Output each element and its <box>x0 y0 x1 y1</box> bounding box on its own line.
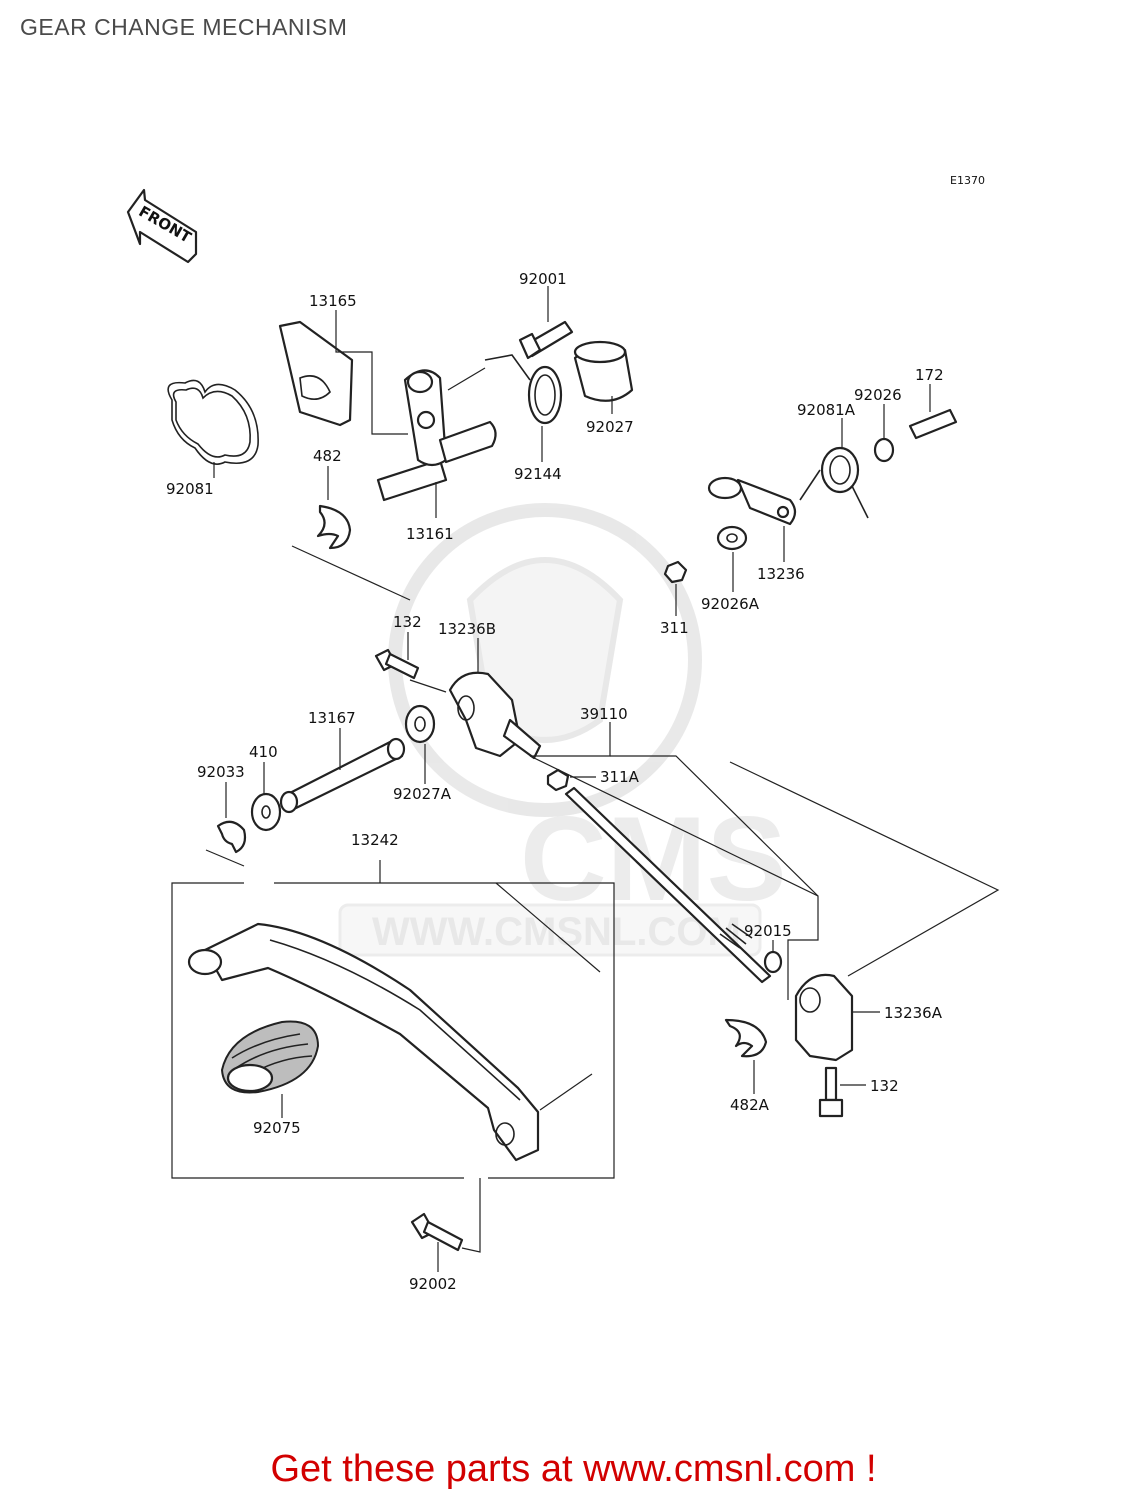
parts-diagram: CMS WWW.CMSNL.COM FRONT E1370 <box>126 174 1000 1293</box>
spring-92081A <box>799 418 869 519</box>
clamp-13236A <box>794 973 880 1062</box>
bolt-92002 <box>410 1178 481 1272</box>
nut-311A <box>546 768 596 792</box>
label-482: 482 <box>313 447 342 465</box>
washer-92026 <box>873 404 895 463</box>
label-13167: 13167 <box>308 709 356 727</box>
collar-92027 <box>573 340 634 414</box>
page-title: GEAR CHANGE MECHANISM <box>20 14 348 40</box>
label-92026: 92026 <box>854 386 902 404</box>
nut-92015 <box>763 940 783 974</box>
circlip-92033 <box>216 782 247 854</box>
plate-13165 <box>278 320 354 427</box>
stud-172 <box>908 384 958 440</box>
label-13236A: 13236A <box>884 1004 943 1022</box>
front-arrow-icon: FRONT <box>126 188 198 264</box>
label-92027: 92027 <box>586 418 634 436</box>
label-92002: 92002 <box>409 1275 457 1293</box>
shaft-13167 <box>279 728 406 814</box>
part-labels: 13165 92001 172 92026 92081A 92027 92144… <box>166 270 944 1293</box>
label-92144: 92144 <box>514 465 562 483</box>
bolt-132-bottom <box>818 1066 866 1118</box>
label-311A: 311A <box>600 768 640 786</box>
label-13236B: 13236B <box>438 620 496 638</box>
washer-92027A <box>404 704 436 784</box>
bolt-132-top <box>374 632 420 680</box>
label-132-bottom: 132 <box>870 1077 899 1095</box>
label-92027A: 92027A <box>393 785 452 803</box>
label-13242: 13242 <box>351 831 399 849</box>
label-92075: 92075 <box>253 1119 301 1137</box>
nut-311 <box>663 560 688 616</box>
rod-39110 <box>564 786 772 984</box>
diagram-code: E1370 <box>950 174 985 187</box>
label-482A: 482A <box>730 1096 770 1114</box>
label-92015: 92015 <box>744 922 792 940</box>
footer-link[interactable]: Get these parts at www.cmsnl.com ! <box>270 1448 877 1490</box>
watermark-url: WWW.CMSNL.COM <box>372 910 741 954</box>
washer-92026A <box>716 525 748 592</box>
label-92026A: 92026A <box>701 595 760 613</box>
label-13165: 13165 <box>309 292 357 310</box>
label-13161: 13161 <box>406 525 454 543</box>
label-92033: 92033 <box>197 763 245 781</box>
spring-92144 <box>447 354 563 462</box>
label-410: 410 <box>249 743 278 761</box>
label-172: 172 <box>915 366 944 384</box>
circlip-482 <box>316 504 352 550</box>
gasket-92081 <box>167 379 259 465</box>
washer-410 <box>250 762 282 832</box>
rubber-92075 <box>220 1020 320 1118</box>
label-92001: 92001 <box>519 270 567 288</box>
bolt-92001 <box>518 286 574 360</box>
arm-13236 <box>707 476 797 562</box>
label-132-top: 132 <box>393 613 422 631</box>
label-311: 311 <box>660 619 689 637</box>
pedal-13242 <box>187 922 593 1162</box>
circlip-482A <box>724 1018 768 1094</box>
label-92081: 92081 <box>166 480 214 498</box>
shaft-13161 <box>376 369 497 518</box>
label-39110: 39110 <box>580 705 628 723</box>
label-92081A: 92081A <box>797 401 856 419</box>
label-13236: 13236 <box>757 565 805 583</box>
